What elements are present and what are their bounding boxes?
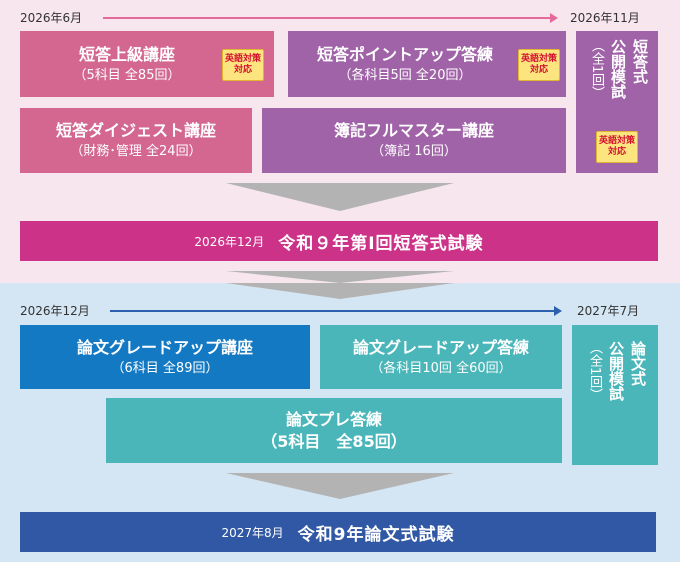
- timeline-arrowhead-icon: [550, 13, 558, 23]
- down-arrow-icon-upper: [226, 271, 454, 283]
- course-box-digest[interactable]: 短答ダイジェスト講座 （財務･管理 全24回）: [20, 108, 252, 173]
- down-arrow-icon: [226, 473, 454, 499]
- badge-line-1: 英語対策: [598, 136, 635, 146]
- mock-exam-col-a: 論文式: [629, 341, 647, 386]
- banner-date: 2027年8月: [221, 525, 284, 540]
- english-support-badge: 英語対策 対応: [222, 49, 264, 81]
- essay-phase-section: 2026年12月 2027年7月 論文グレードアップ講座 （6科目 全89回） …: [0, 283, 680, 562]
- course-title: 短答上級講座: [78, 44, 175, 64]
- course-subtitle: （財務･管理 全24回）: [70, 144, 202, 159]
- course-subtitle: （各科目5回 全20回）: [338, 67, 472, 83]
- timeline-arrowhead-icon: [554, 306, 562, 316]
- badge-line-1: 英語対策: [520, 54, 557, 64]
- badge-line-2: 対応: [607, 147, 626, 157]
- course-title: 短答ポイントアップ答練: [316, 44, 493, 64]
- timeline-arrow-line: [103, 17, 551, 19]
- timeline-end-date: 2027年7月: [577, 304, 640, 318]
- mock-exam-col-b: 公開模試: [609, 39, 627, 99]
- course-subtitle: （簿記 16回）: [371, 144, 457, 159]
- mock-exam-label-b: 公開模試: [609, 39, 627, 99]
- mock-exam-box-essay[interactable]: 論文式 公開模試 （全1回）: [572, 325, 658, 465]
- timeline-start-date: 2026年6月: [20, 11, 83, 25]
- exam-banner-short-answer: 2026年12月 令和９年第Ⅰ回短答式試験: [20, 221, 658, 261]
- course-title: 簿記フルマスター講座: [333, 121, 494, 140]
- course-title: 論文プレ答練: [285, 409, 382, 429]
- short-answer-phase-section: 2026年6月 2026年11月 短答上級講座 （5科目 全85回） 英語対策 …: [0, 0, 680, 283]
- mock-exam-box-short-answer[interactable]: 短答式 公開模試 （全1回） 英語対策 対応: [576, 31, 658, 173]
- timeline-arrow-line: [110, 310, 555, 312]
- course-box-grade-up-touren[interactable]: 論文グレードアップ答練 （各科目10回 全60回）: [320, 325, 562, 389]
- english-support-badge: 英語対策 対応: [518, 49, 560, 81]
- course-title: 論文グレードアップ答練: [352, 337, 529, 357]
- mock-exam-col-b: 公開模試: [607, 341, 625, 401]
- course-box-pre-touren[interactable]: 論文プレ答練 （5科目 全85回）: [106, 398, 562, 463]
- badge-line-2: 対応: [233, 65, 252, 75]
- course-box-tantou-joukyuu[interactable]: 短答上級講座 （5科目 全85回） 英語対策 対応: [20, 31, 274, 97]
- banner-title: 令和９年第Ⅰ回短答式試験: [278, 233, 484, 254]
- badge-line-1: 英語対策: [224, 54, 261, 64]
- course-subtitle: （6科目 全89回）: [111, 360, 219, 376]
- timeline-start-date: 2026年12月: [20, 304, 90, 318]
- course-subtitle: （5科目 全85回）: [73, 67, 181, 83]
- course-box-boki-full-master[interactable]: 簿記フルマスター講座 （簿記 16回）: [262, 108, 566, 173]
- course-title: 論文グレードアップ講座: [76, 337, 253, 357]
- course-box-point-up-touren[interactable]: 短答ポイントアップ答練 （各科目5回 全20回） 英語対策 対応: [288, 31, 566, 97]
- down-arrow-icon: [226, 183, 454, 211]
- down-arrow-icon-lower: [226, 283, 454, 299]
- course-title: 短答ダイジェスト講座: [55, 121, 216, 140]
- mock-exam-label-c: （全1回）: [587, 341, 602, 402]
- mock-exam-col-c: （全1回）: [587, 341, 602, 401]
- english-support-badge: 英語対策 対応: [596, 131, 638, 163]
- mock-exam-label-b: 公開模試: [607, 341, 625, 401]
- banner-title: 令和9年論文式試験: [297, 524, 455, 545]
- mock-exam-label-a: 論文式: [629, 341, 647, 386]
- timeline-end-date: 2026年11月: [570, 11, 640, 25]
- course-box-grade-up-kouza[interactable]: 論文グレードアップ講座 （6科目 全89回）: [20, 325, 310, 389]
- course-subtitle: （各科目10回 全60回）: [370, 360, 512, 376]
- banner-date: 2026年12月: [194, 234, 265, 249]
- mock-exam-label-a: 短答式: [631, 39, 649, 84]
- mock-exam-col-c: （全1回）: [589, 39, 604, 99]
- exam-banner-essay: 2027年8月 令和9年論文式試験: [20, 512, 656, 552]
- mock-exam-label-c: （全1回）: [589, 39, 604, 100]
- mock-exam-col-a: 短答式: [631, 39, 649, 84]
- badge-line-2: 対応: [529, 65, 548, 75]
- course-subtitle: （5科目 全85回）: [261, 431, 407, 451]
